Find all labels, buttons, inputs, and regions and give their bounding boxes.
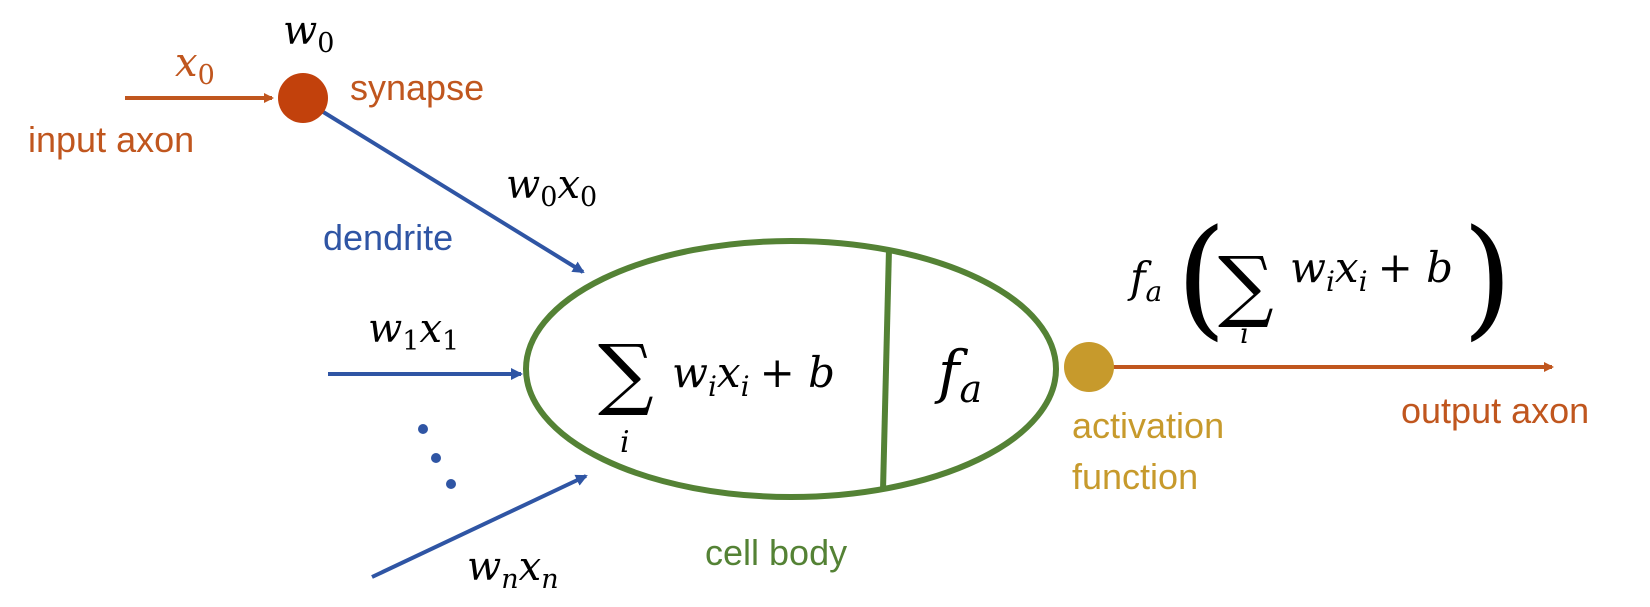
activation-fa-label: fa [934, 338, 982, 411]
ellipsis-dot [446, 479, 456, 489]
x0-label: x0 [175, 40, 215, 91]
cell-body-divider [880, 248, 892, 491]
wnxn-label: wnxn [467, 544, 559, 595]
ellipsis-dot [431, 453, 441, 463]
sum-terms: wixi+ b [672, 348, 835, 403]
activation-node [1064, 342, 1114, 392]
output-open-paren: ( [1176, 201, 1227, 353]
output-close-paren: ) [1462, 201, 1513, 353]
synapse-node [278, 73, 328, 123]
cell-body-label: cell body [705, 532, 847, 573]
ellipsis-dot [418, 424, 428, 434]
w0x0-label: w0x0 [506, 162, 597, 213]
synapse-label: synapse [350, 67, 484, 108]
sum-symbol: ∑ [598, 329, 654, 419]
activation-function-label-line2: function [1072, 456, 1198, 497]
output-axon-label: output axon [1401, 390, 1589, 431]
output-fa: fa [1127, 253, 1162, 308]
cell-body-ellipse [523, 238, 1059, 500]
activation-function-label: activation [1072, 405, 1224, 446]
w0-label: w0 [283, 8, 334, 59]
dendrite-line-n [371, 474, 588, 579]
sum-index: i [620, 425, 630, 460]
output-sum-symbol: ∑ [1218, 241, 1274, 331]
dendrite-label: dendrite [323, 217, 453, 258]
output-sum-terms: wixi+ b [1290, 243, 1453, 298]
output-sum-index: i [1240, 317, 1249, 350]
w1x1-label: w1x1 [368, 306, 459, 357]
weighted-sum-formula: ∑ i wixi+ b [598, 329, 835, 460]
dendrite-line-0 [318, 108, 585, 274]
output-formula: fa ( ∑ i wixi+ b ) [1127, 201, 1513, 353]
input-axon-label: input axon [28, 119, 194, 160]
